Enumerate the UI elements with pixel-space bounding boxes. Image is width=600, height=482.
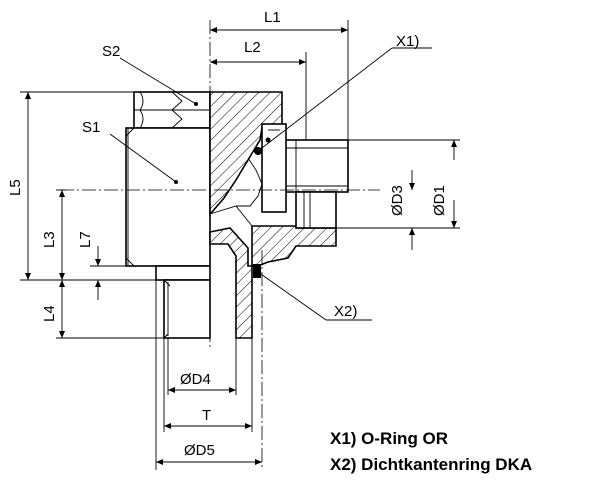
label-s1: S1 [82,119,100,136]
label-d4: ØD4 [180,371,211,388]
label-l5: L5 [7,179,24,196]
collar [155,265,211,281]
label-d5: ØD5 [184,442,215,459]
threaded-stud [163,279,211,339]
label-d3: ØD3 [389,185,406,216]
section-right [251,225,337,267]
label-l1: L1 [264,9,281,26]
label-s2: S2 [102,43,120,60]
label-l7: L7 [77,231,94,248]
legend-line-1: X1) O-Ring OR [330,429,448,448]
section-lower [209,227,253,339]
center-lines [60,20,380,470]
leader-lines [109,47,432,321]
sealing-ring-x2 [253,264,261,278]
label-l4: L4 [41,305,58,322]
dimension-lines [20,20,460,470]
label-d1: ØD1 [431,185,448,216]
label-x1: X1) [396,33,419,50]
label-t: T [202,407,211,424]
fitting-body [125,91,349,339]
hex-body-s1 [125,127,211,267]
legend-line-2: X2) Dichtkantenring DKA [330,455,532,474]
section-upper [209,91,283,216]
label-l3: L3 [41,231,58,248]
label-l2: L2 [244,39,261,56]
label-x2: X2) [334,303,357,320]
